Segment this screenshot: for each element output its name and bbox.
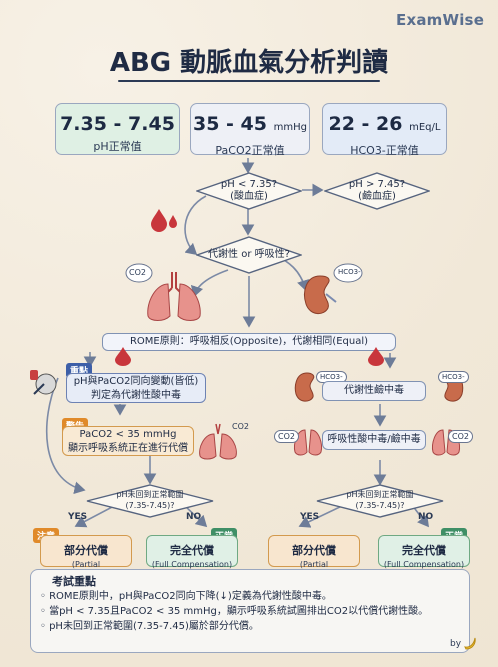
left-partial-title: 部分代償 xyxy=(64,544,108,557)
hco3-label: HCO3- xyxy=(338,268,361,276)
ph-range-value: 7.35 - 7.45 xyxy=(60,113,175,135)
compensation-line2: 顯示呼吸系統正在進行代償 xyxy=(68,443,188,454)
brand-logo: ExamWise xyxy=(396,11,485,29)
right-blood-drop-icon xyxy=(368,347,384,366)
page-title: ABG 動脈血氣分析判讀 xyxy=(109,48,389,78)
right-partial-title: 部分代償 xyxy=(292,544,336,557)
left-compensation-diamond xyxy=(86,484,214,518)
left-yes-label: YES xyxy=(68,512,88,522)
hco3-range-value: 22 - 26 xyxy=(328,113,403,135)
right-partial-compensation-box: 部分代償 (Partial Compensation) xyxy=(268,535,360,578)
rome-principle-banner: ROME原則：呼吸相反(Opposite)，代謝相同(Equal) xyxy=(102,333,396,351)
acidemia-decision-diamond xyxy=(196,172,302,210)
ph-range-label: pH正常值 xyxy=(93,140,142,153)
compensation-line1: PaCO2 < 35 mmHg xyxy=(79,429,177,440)
respiratory-acid-base-box: 呼吸性酸中毒/鹼中毒 xyxy=(322,430,426,450)
right-full-compensation-box: 完全代償 (Full Compensation) xyxy=(378,535,470,569)
right-yes-label: YES xyxy=(300,512,320,522)
type-question: 代謝性 or 呼吸性? xyxy=(208,249,290,260)
left-partial-compensation-box: 部分代償 (Partial Compensation) xyxy=(40,535,132,578)
small-lungs-icon xyxy=(199,423,237,460)
blood-pressure-icon xyxy=(30,370,57,395)
type-decision-diamond xyxy=(196,236,302,274)
hco3-bubble-icon xyxy=(333,263,363,283)
right-no-label: NO xyxy=(418,512,434,522)
hco3-range-label: HCO3-正常值 xyxy=(350,144,419,157)
right-full-en: (Full Compensation) xyxy=(383,560,465,569)
left-no-label: NO xyxy=(186,512,202,522)
respiratory-compensation-box: PaCO2 < 35 mmHg 顯示呼吸系統正在進行代償 xyxy=(62,426,194,456)
right-co2-bubble-2: CO2 xyxy=(448,430,473,443)
left-compensation-question: pH未回到正常範圍 (7.35-7.45)? xyxy=(116,490,184,510)
key-point-1: ROME原則中，pH與PaCO2同向下降(↓)定義為代謝性酸中毒。 xyxy=(40,590,465,603)
banana-icon xyxy=(464,637,476,650)
right-co2-bubble: CO2 xyxy=(274,430,299,443)
blood-drop-icon xyxy=(151,209,177,232)
right-hco3-bubble-2: HCO3- xyxy=(438,371,469,383)
blood-drop-small-icon xyxy=(115,347,131,366)
acidemia-question: pH < 7.35? (酸血症) xyxy=(220,179,278,202)
kidney-icon xyxy=(304,275,337,314)
alkalemia-decision-diamond xyxy=(324,172,430,210)
key-point-3: pH未回到正常範圍(7.35-7.45)屬於部分代償。 xyxy=(40,620,465,633)
metabolic-acidosis-box: pH與PaCO2同向變動(皆低) 判定為代謝性酸中毒 xyxy=(66,373,206,403)
key-point-2: 當pH < 7.35且PaCO2 < 35 mmHg，顯示呼吸系統試圖排出CO2… xyxy=(40,605,465,618)
co2-bubble-icon xyxy=(125,263,153,283)
author-credit: by xyxy=(450,639,462,649)
left-full-en: (Full Compensation) xyxy=(151,560,233,569)
title-underline xyxy=(118,80,380,82)
metabolic-alkalosis-box: 代謝性鹼中毒 xyxy=(322,381,426,401)
paco2-range-unit: mmHg xyxy=(273,122,307,133)
left-full-compensation-box: 完全代償 (Full Compensation) xyxy=(146,535,238,569)
right-compensation-diamond xyxy=(316,484,444,518)
right-lungs-icon xyxy=(294,429,322,456)
left-full-title: 完全代償 xyxy=(170,544,214,557)
hco3-range-unit: mEq/L xyxy=(409,122,441,133)
metabolic-acidosis-line2: 判定為代謝性酸中毒 xyxy=(91,390,181,401)
exam-key-points-title: 考試重點 xyxy=(52,575,96,588)
right-compensation-question: pH未回到正常範圍 (7.35-7.45)? xyxy=(346,490,414,510)
right-kidney-icon xyxy=(294,372,315,402)
metabolic-acidosis-line1: pH與PaCO2同向變動(皆低) xyxy=(73,376,199,387)
paco2-range-label: PaCO2正常值 xyxy=(215,144,285,157)
left-co2-label: CO2 xyxy=(232,422,249,431)
co2-label: CO2 xyxy=(129,268,146,277)
paco2-range-card: 35 - 45 mmHg PaCO2正常值 xyxy=(190,103,310,157)
paco2-range-value: 35 - 45 xyxy=(193,113,267,135)
alkalemia-question: pH > 7.45? (鹼血症) xyxy=(348,179,406,202)
lungs-icon xyxy=(147,272,201,321)
right-full-title: 完全代償 xyxy=(402,544,446,557)
ph-range-card: 7.35 - 7.45 pH正常值 xyxy=(55,103,180,155)
hco3-range-card: 22 - 26 mEq/L HCO3-正常值 xyxy=(322,103,447,157)
